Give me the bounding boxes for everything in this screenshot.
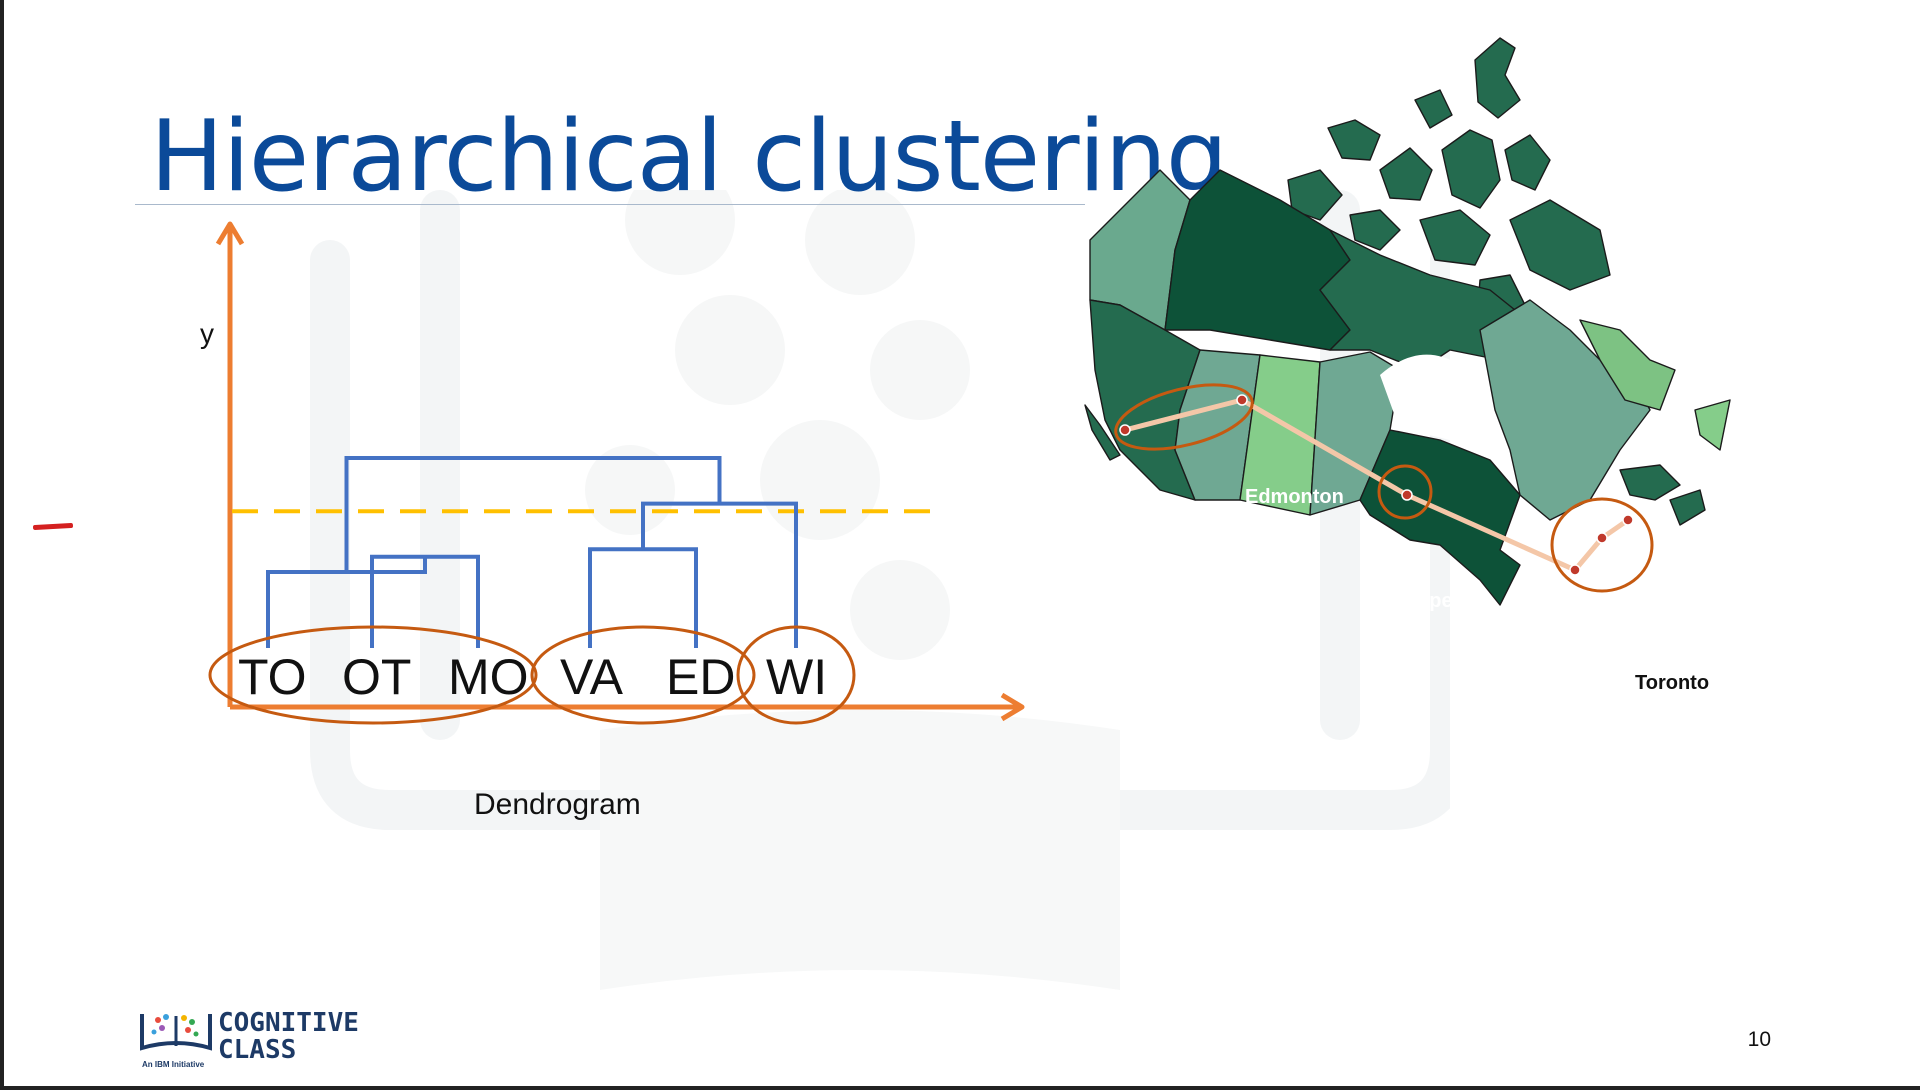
dendrogram-link	[588, 547, 698, 648]
dendrogram-link	[344, 456, 722, 572]
city-label: Edmonton	[1245, 486, 1344, 508]
province-labrador	[1579, 319, 1676, 411]
dendrogram-chart	[208, 221, 1025, 725]
province-ontario	[1359, 429, 1521, 606]
cluster-circle	[736, 625, 856, 725]
logo-name: COGNITIVE CLASS	[218, 1008, 359, 1065]
province-newfoundland	[1694, 399, 1731, 451]
window-left-edge	[0, 0, 4, 1090]
cognitive-class-logo: COGNITIVE CLASS An IBM Initiative	[138, 1008, 359, 1072]
leaf-label: WI	[766, 649, 828, 705]
vancouver-island	[1084, 404, 1121, 461]
arctic-island	[1441, 129, 1501, 209]
province-nova-scotia	[1669, 489, 1706, 526]
leaf-label: VA	[560, 649, 623, 705]
arctic-island	[1327, 119, 1381, 161]
y-axis-arrow	[215, 221, 245, 246]
arctic-island	[1287, 169, 1343, 221]
city-dot	[1622, 514, 1634, 526]
city-dot	[1569, 564, 1581, 576]
hudson-bay	[1380, 354, 1487, 450]
arctic-island	[1349, 209, 1401, 251]
x-axis-arrow	[1000, 692, 1025, 722]
cluster-circle	[208, 625, 538, 725]
chart-caption: Dendrogram	[474, 788, 641, 821]
city-label: Vancouver	[1133, 522, 1235, 544]
arctic-island	[1509, 199, 1611, 291]
cluster-circle	[530, 625, 756, 725]
book-icon	[140, 1014, 212, 1051]
province-new-brunswick	[1619, 464, 1681, 501]
leaf-label: MO	[448, 649, 529, 705]
dendrogram-link	[641, 501, 798, 648]
arctic-island	[1379, 147, 1433, 201]
page-number: 10	[1747, 1028, 1771, 1051]
cluster-circle	[1377, 464, 1433, 520]
city-dot	[1596, 532, 1608, 544]
city-dot	[1119, 424, 1131, 436]
city-label: Ottawa	[1590, 630, 1657, 652]
leaf-label: TO	[238, 649, 307, 705]
city-dot	[1236, 394, 1248, 406]
canada-map-icon	[1084, 37, 1731, 606]
cluster-circle	[1114, 383, 1254, 451]
arctic-island	[1504, 134, 1551, 191]
province-quebec	[1479, 299, 1651, 521]
city-label: Montreal	[1585, 590, 1669, 612]
logo-tagline: An IBM Initiative	[142, 1060, 205, 1069]
slide-title: Hierarchical clustering	[150, 100, 1228, 214]
arctic-island	[1419, 209, 1491, 266]
city-label: Winnipeg	[1375, 590, 1465, 612]
title-underline	[135, 204, 1085, 205]
city-label: Toronto	[1635, 672, 1710, 694]
cluster-circle	[1550, 497, 1654, 593]
city-dot	[1401, 489, 1413, 501]
leaf-label: OT	[342, 649, 412, 705]
y-axis-label: y	[200, 318, 214, 349]
leaf-label: ED	[666, 649, 736, 705]
arctic-island	[1474, 37, 1521, 119]
window-bottom-edge	[0, 1086, 1920, 1090]
arctic-island	[1414, 89, 1453, 129]
